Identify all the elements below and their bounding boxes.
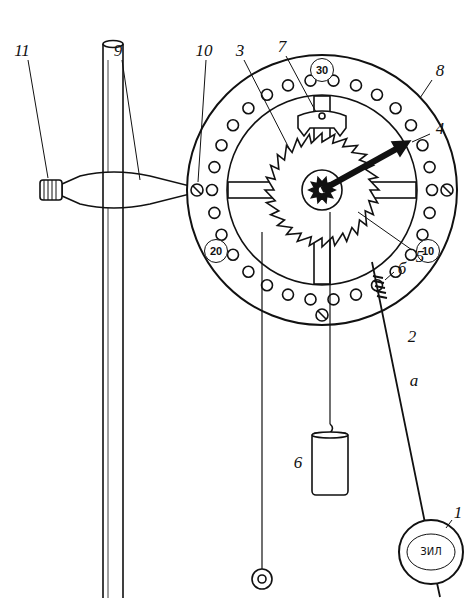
stamp-text: ЗИЛ <box>420 547 441 557</box>
dial-hole <box>305 294 316 305</box>
weight <box>312 433 348 495</box>
dial-hole <box>424 207 435 218</box>
scale-number: 30 <box>316 65 328 76</box>
dial-hole <box>427 185 438 196</box>
callout-number: б <box>398 260 407 277</box>
screw <box>191 184 453 321</box>
callout-number: 8 <box>436 62 445 79</box>
dial-hole <box>228 120 239 131</box>
callout-number: 10 <box>196 42 213 59</box>
callout-number: 5 <box>416 248 425 265</box>
plumb-ring <box>252 569 272 589</box>
dial-holes <box>207 75 438 305</box>
pawl <box>298 111 346 136</box>
dial-hole <box>372 89 383 100</box>
callout-number: 1 <box>454 504 463 521</box>
callout-number: 11 <box>14 42 30 59</box>
clamp-knob <box>40 180 62 200</box>
callout-number: а <box>410 372 419 389</box>
dial-ring <box>187 55 457 325</box>
dial-hole <box>283 289 294 300</box>
pointer <box>322 148 398 190</box>
dial-hole <box>243 266 254 277</box>
disc <box>399 520 463 584</box>
dial-hole <box>209 207 220 218</box>
dial-inner <box>227 95 417 285</box>
weight-string <box>329 212 330 424</box>
callout-number: 4 <box>436 120 445 137</box>
dial-hole <box>283 80 294 91</box>
dial-hole <box>390 103 401 114</box>
plumb-string <box>261 232 262 569</box>
dial-hole <box>216 140 227 151</box>
dial-hole <box>351 289 362 300</box>
callout-number: 3 <box>236 42 245 59</box>
callout-number: 2 <box>408 328 417 345</box>
callout-number: 6 <box>294 454 303 471</box>
dial-hole <box>406 249 417 260</box>
dial-hole <box>417 140 428 151</box>
leader-line <box>28 56 452 528</box>
pointer-head <box>392 141 410 156</box>
number-circle: 20 <box>204 239 228 263</box>
dial-hole <box>262 280 273 291</box>
dial-hole <box>424 162 435 173</box>
dial-hole <box>209 162 220 173</box>
callout-number: 9 <box>114 42 123 59</box>
disc-stamp <box>407 534 455 570</box>
callout-number: 7 <box>278 38 287 55</box>
stand-rod <box>103 44 123 598</box>
dial-hole <box>228 249 239 260</box>
dial-hole <box>406 120 417 131</box>
clamp <box>62 172 190 208</box>
dial-hole <box>207 185 218 196</box>
spring <box>373 276 387 298</box>
dial-hole <box>243 103 254 114</box>
number-circle: 30 <box>310 58 334 82</box>
dial-hole <box>351 80 362 91</box>
scale-number: 20 <box>210 246 222 257</box>
